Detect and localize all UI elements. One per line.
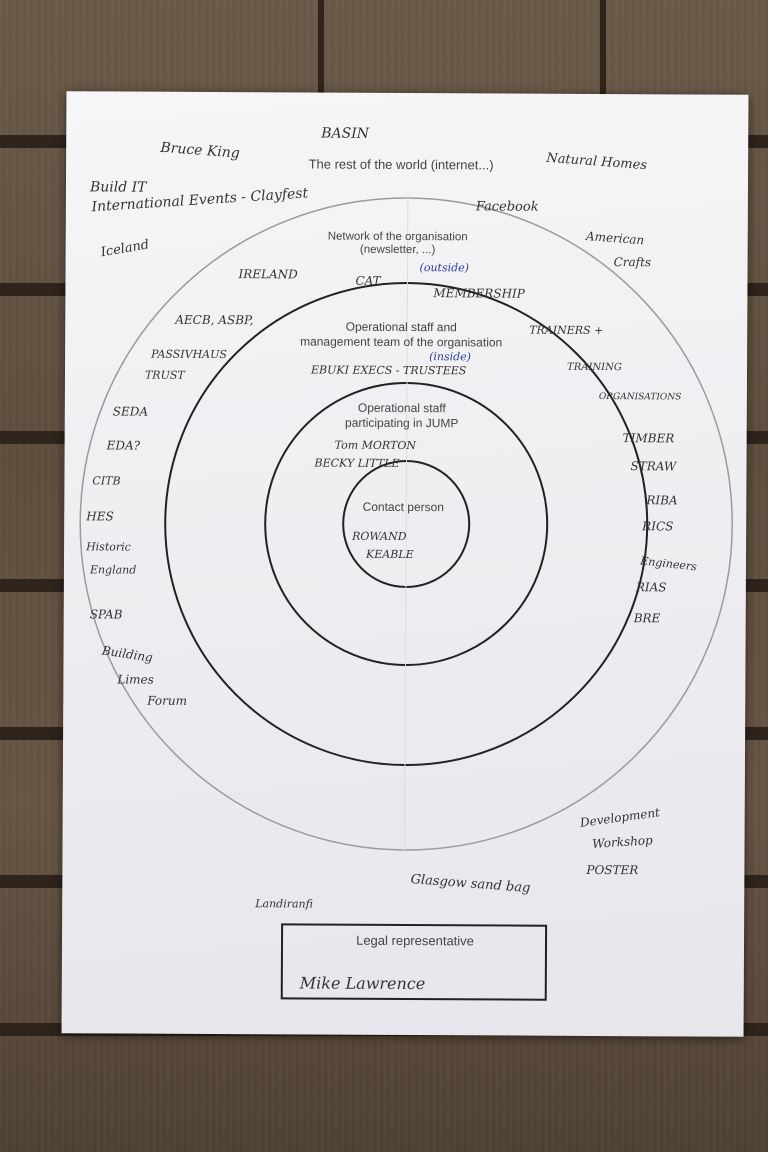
table-plank-seam — [318, 0, 324, 140]
handwritten-note: CAT — [355, 274, 381, 288]
handwritten-note: Bruce King — [159, 140, 240, 162]
handwritten-note: BRE — [633, 611, 661, 625]
handwritten-note: AECB, ASBP, — [174, 313, 253, 327]
handwritten-note: EDA? — [106, 438, 141, 452]
handwritten-note: Historic — [85, 540, 131, 553]
paper-sheet: The rest of the world (internet...) Netw… — [61, 91, 749, 1037]
handwritten-note: Natural Homes — [545, 151, 648, 174]
jump-label-line1: Operational staff — [358, 401, 447, 415]
handwritten-note: SPAB — [90, 607, 123, 621]
handwritten-note: KEABLE — [365, 548, 414, 561]
network-label-line1: Network of the organisation — [328, 231, 468, 244]
fold-line — [403, 193, 409, 854]
handwritten-note: TRAINERS + — [529, 324, 603, 337]
handwritten-note: BASIN — [320, 126, 370, 142]
handwritten-note: Mike Lawrence — [299, 973, 426, 993]
handwritten-note: CITB — [92, 474, 120, 487]
handwritten-note: Forum — [146, 694, 187, 708]
jump-label-line2: participating in JUMP — [345, 416, 458, 431]
handwritten-note: MEMBERSHIP — [432, 286, 525, 300]
handwritten-note: RIAS — [635, 580, 667, 594]
handwritten-note: RIBA — [645, 493, 678, 507]
handwritten-note: STRAW — [630, 459, 678, 473]
handwritten-note: (inside) — [429, 350, 471, 363]
legal-representative-box — [280, 923, 548, 1001]
handwritten-note: Landiranfi — [254, 897, 313, 910]
handwritten-note: Glasgow sand bag — [410, 872, 531, 896]
legal-representative-label: Legal representative — [356, 933, 474, 949]
world-label: The rest of the world (internet...) — [309, 156, 494, 172]
contact-person-label: Contact person — [363, 500, 444, 514]
handwritten-note: (outside) — [420, 261, 470, 274]
handwritten-note: Limes — [116, 672, 154, 686]
handwritten-note: Workshop — [592, 833, 654, 851]
handwritten-note: Build IT — [89, 179, 148, 195]
staff-label-line1: Operational staff and — [346, 320, 457, 335]
handwritten-note: Building — [100, 643, 154, 664]
stakeholder-diagram: The rest of the world (internet...) Netw… — [79, 126, 733, 1001]
staff-label-line2: management team of the organisation — [300, 334, 502, 349]
handwritten-note: Facebook — [475, 199, 539, 214]
handwritten-note: HES — [85, 509, 114, 523]
handwritten-note: RICS — [641, 519, 673, 533]
handwritten-note: SEDA — [113, 404, 149, 418]
handwritten-note: Engineers — [639, 554, 698, 573]
handwritten-note: PASSIVHAUS — [150, 348, 227, 361]
handwritten-note: IRELAND — [237, 267, 298, 281]
handwritten-note: Tom MORTON — [335, 439, 417, 452]
network-label-line2: (newsletter, ...) — [360, 244, 436, 256]
handwritten-note: Development — [578, 805, 661, 830]
handwritten-note: ROWAND — [351, 530, 407, 543]
handwritten-note: Iceland — [99, 237, 151, 260]
handwritten-note: ORGANISATIONS — [599, 392, 681, 402]
handwritten-note: BECKY LITTLE — [313, 457, 399, 470]
handwritten-note: TIMBER — [623, 431, 675, 445]
handwritten-note: American — [584, 229, 644, 247]
table-plank-seam — [600, 0, 606, 140]
handwritten-note: POSTER — [585, 863, 638, 877]
handwritten-note: England — [89, 563, 136, 576]
handwritten-note: TRAINING — [567, 362, 622, 373]
handwritten-note: TRUST — [145, 369, 186, 382]
handwritten-note: EBUKI EXECS - TRUSTEES — [310, 364, 467, 378]
handwritten-note: Crafts — [614, 255, 652, 269]
